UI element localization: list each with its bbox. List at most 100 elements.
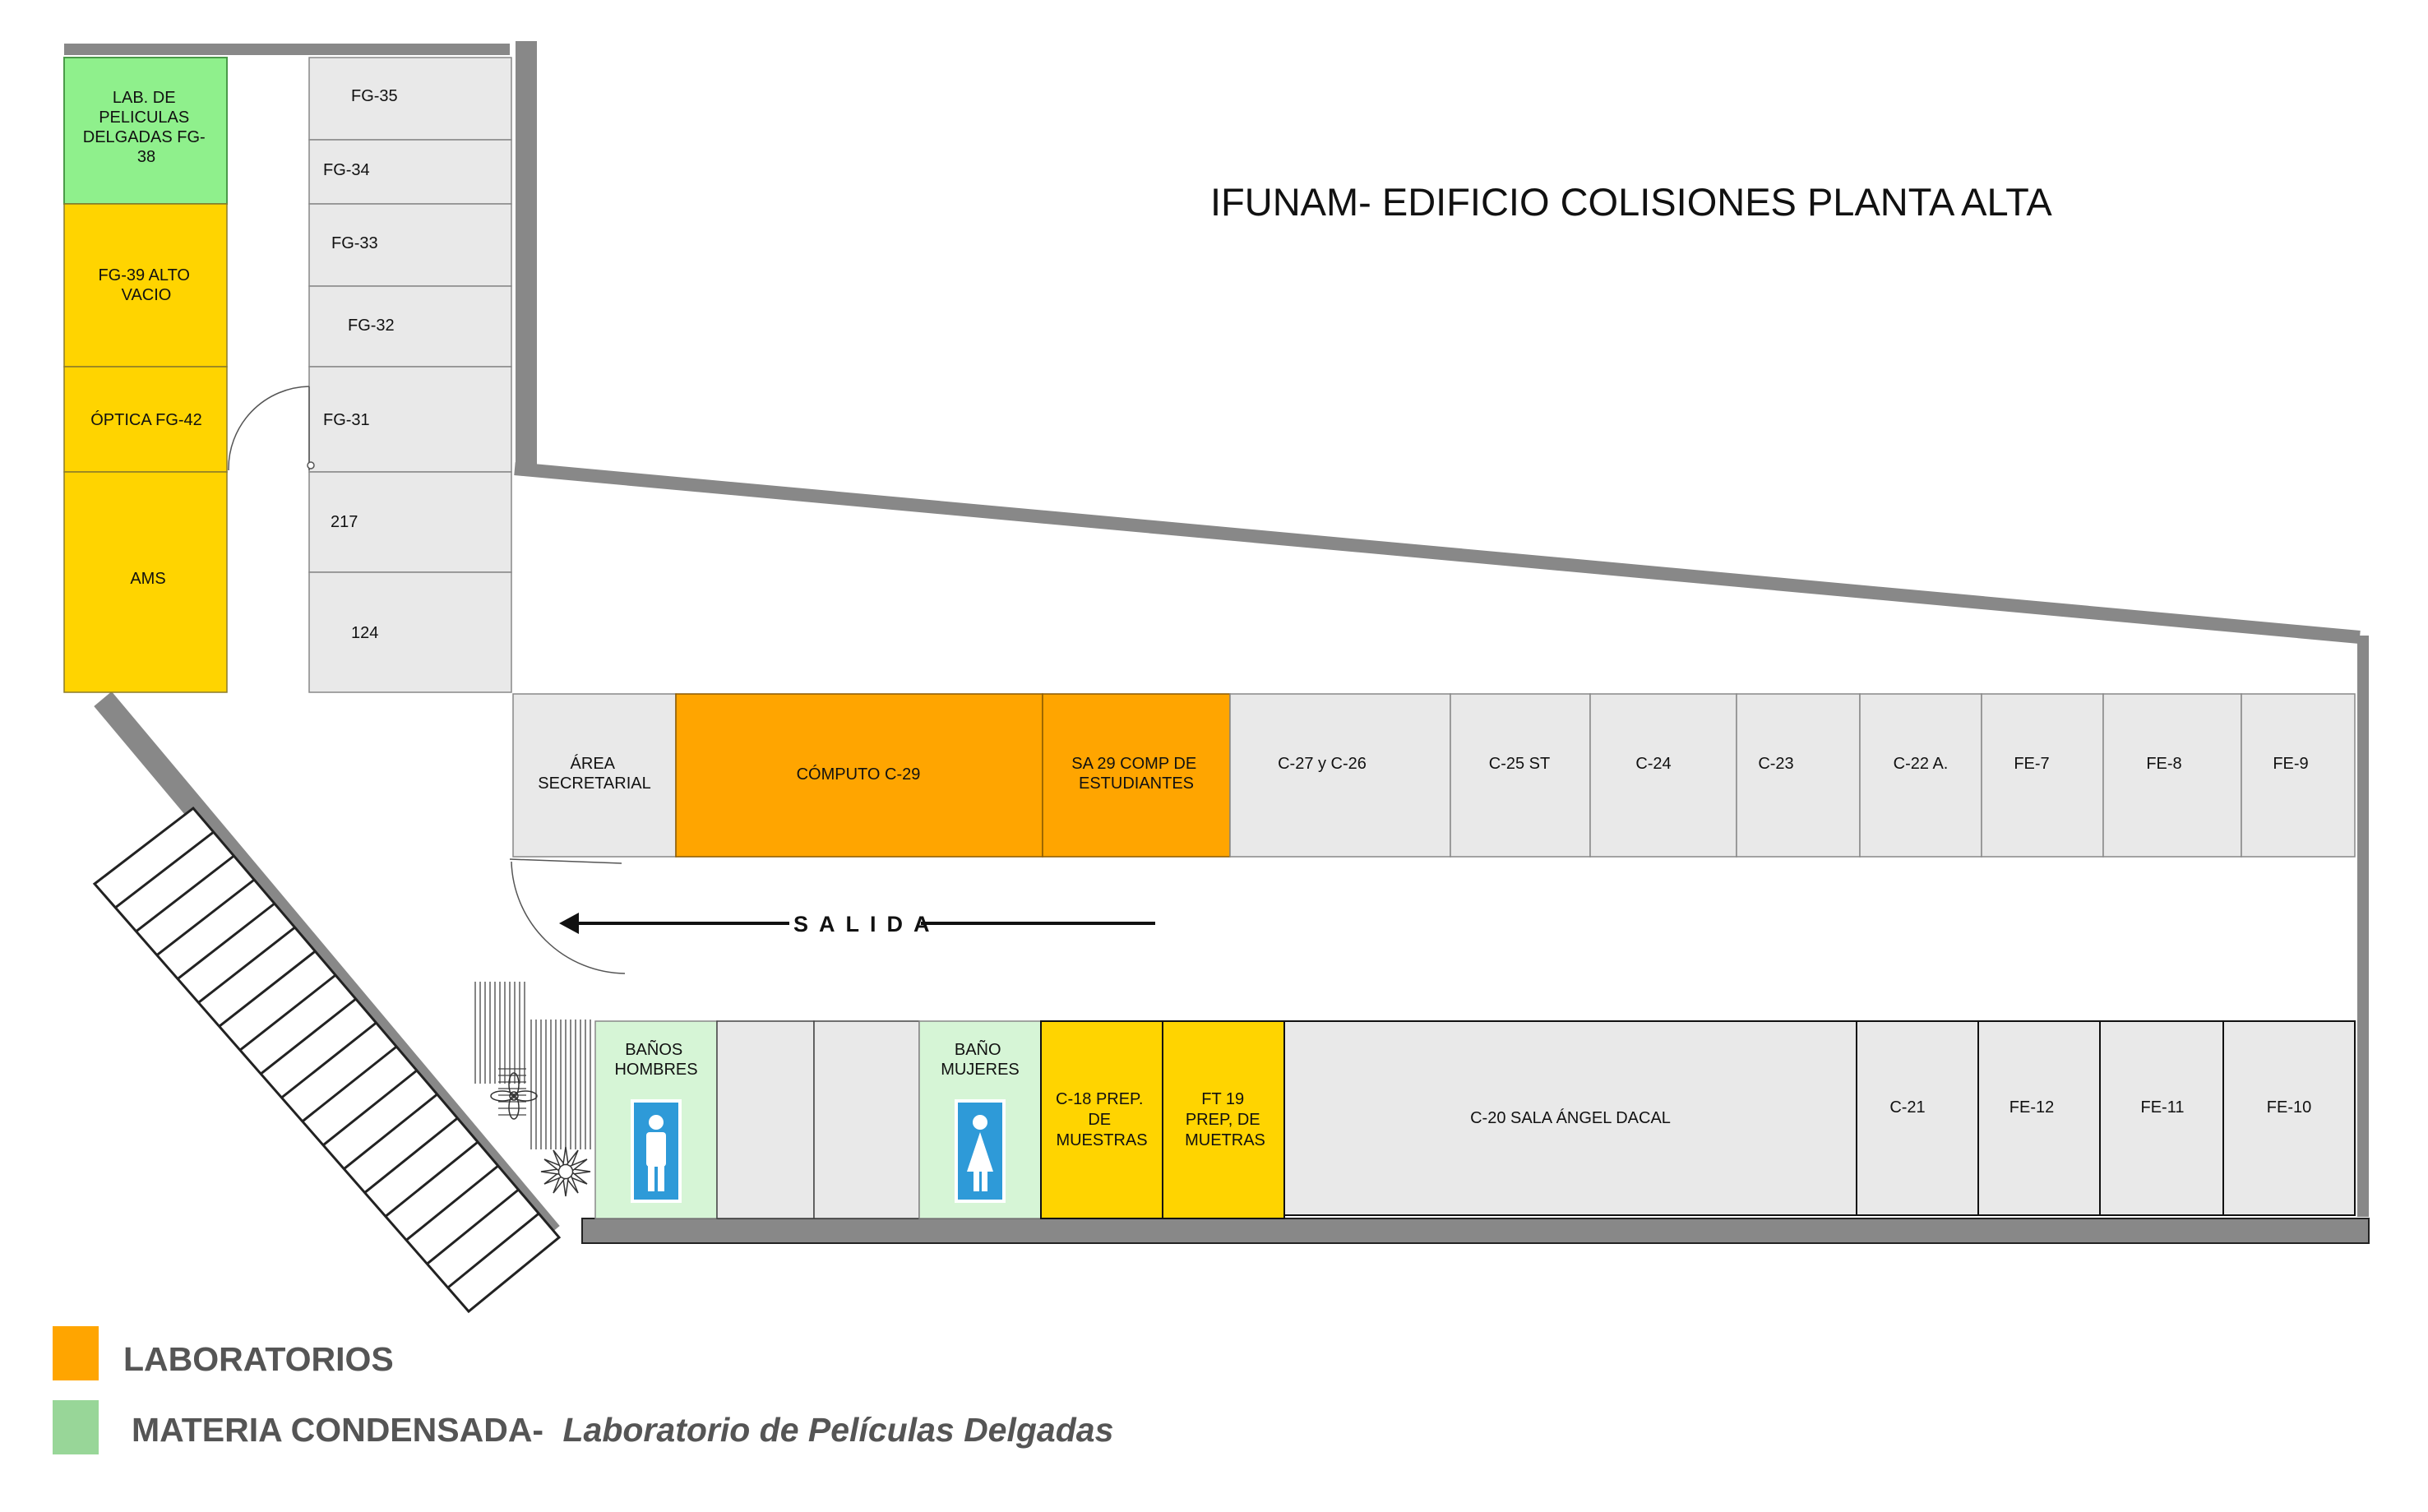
room-area-secretarial[interactable]: ÁREA SECRETARIAL [512,693,677,858]
room-label: FG-33 [331,234,378,252]
room-label: FE-10 [2267,1098,2311,1117]
room-124[interactable]: 124 [308,571,512,693]
legend-label: LABORATORIOS [123,1340,394,1378]
room-fg34[interactable]: FG-34 [308,139,512,205]
room-label: ÁREA SECRETARIAL [538,754,650,793]
room-fe8[interactable]: FE-8 [2102,693,2242,858]
room-optica[interactable]: ÓPTICA FG-42 [63,366,228,473]
plant-leaf [566,1175,579,1194]
room-c22[interactable]: C-22 A. [1859,693,1982,858]
room-sa29[interactable]: SA 29 COMP DE ESTUDIANTES [1042,693,1231,858]
legend-label: MATERIA CONDENSADA- Laboratorio de Pelíc… [132,1411,1113,1449]
room-label: ÓPTICA FG-42 [90,410,202,429]
stair-tread [155,878,256,956]
room-label: FG-32 [348,317,395,335]
room-fe12[interactable]: FE-12 [1977,1020,2101,1216]
stair-tread [301,1045,398,1123]
stair-tread [114,830,215,909]
stair-tread [384,1140,479,1218]
legend: LABORATORIOS MATERIA CONDENSADA- Laborat… [53,1326,1113,1454]
staircase [92,806,562,1314]
room-fg33[interactable]: FG-33 [308,203,512,287]
room-ft19[interactable]: FT 19 PREP, DE MUETRAS [1162,1020,1285,1219]
room-c21[interactable]: C-21 [1856,1020,1979,1216]
stair-tread [218,950,317,1028]
room-fg35[interactable]: FG-35 [308,57,512,141]
room-fe7[interactable]: FE-7 [1981,693,2104,858]
room-empty-2[interactable] [813,1020,920,1219]
legend-item-laboratorios: LABORATORIOS [53,1326,394,1380]
room-label: C-23 [1758,755,1793,773]
room-label: C-24 [1635,755,1671,773]
room-fe10[interactable]: FE-10 [2222,1020,2356,1216]
plant-icon [540,1146,591,1197]
stair-tread [260,997,357,1075]
room-label: BAÑOS HOMBRES [614,1039,697,1079]
room-label: FG-31 [323,411,370,429]
door-swing [228,386,315,471]
plant-leaf [553,1149,566,1168]
room-computo-c29[interactable]: CÓMPUTO C-29 [675,693,1043,858]
room-label: FG-39 ALTO VACIO [98,266,194,304]
room-217[interactable]: 217 [308,471,512,573]
plant-leaf [571,1168,591,1175]
stair-tread [135,854,235,932]
room-fe9[interactable]: FE-9 [2241,693,2356,858]
plant-leaf [562,1177,569,1197]
room-c18[interactable]: C-18 PREP. DE MUESTRAS [1040,1020,1163,1219]
room-label: BAÑO MUJERES [941,1039,1020,1079]
stair-tread [446,1212,540,1289]
stair-tread [177,902,275,980]
plant-leaf [540,1168,560,1175]
plant-leaf [553,1175,566,1194]
room-ams[interactable]: AMS [63,471,228,693]
stair-tread [363,1117,459,1194]
page-title: IFUNAM- EDIFICIO COLISIONES PLANTA ALTA [1210,180,2052,224]
plant-icon [490,1072,538,1120]
plant-leaf [543,1158,562,1172]
stair-tread [197,926,296,1004]
room-label: C-20 SALA ÁNGEL DACAL [1470,1108,1671,1127]
plant-leaf [569,1158,588,1172]
room-empty-1[interactable] [716,1020,815,1219]
room-bano-mujeres[interactable]: BAÑO MUJERES [918,1020,1042,1219]
room-label: AMS [130,570,165,588]
exit-arrow: SALIDA [559,912,1155,936]
plant-leaf [543,1172,562,1185]
room-label: FE-12 [2009,1098,2054,1117]
room-fg32[interactable]: FG-32 [308,285,512,368]
room-lab-peliculas[interactable]: LAB. DE PELICULAS DELGADAS FG- 38 [63,57,228,205]
room-c27-c26[interactable]: C-27 y C-26 [1229,693,1451,858]
room-label: FG-35 [351,87,398,105]
room-label: C-25 ST [1489,755,1550,773]
woman-restroom-icon [955,1099,1006,1203]
stair-tread [280,1021,377,1099]
room-fg31[interactable]: FG-31 [308,366,512,473]
room-label: 217 [331,513,358,531]
room-fe11[interactable]: FE-11 [2099,1020,2224,1216]
room-c24[interactable]: C-24 [1589,693,1737,858]
room-c20[interactable]: C-20 SALA ÁNGEL DACAL [1283,1020,1857,1216]
room-banos-hombres[interactable]: BAÑOS HOMBRES [594,1020,718,1219]
room-c23[interactable]: C-23 [1736,693,1861,858]
room-label: C-27 y C-26 [1278,755,1367,773]
room-label: CÓMPUTO C-29 [797,765,921,784]
plant-leaf [562,1146,569,1166]
legend-item-materia-condensada: MATERIA CONDENSADA- Laboratorio de Pelíc… [53,1400,1113,1454]
room-fg39[interactable]: FG-39 ALTO VACIO [63,203,228,368]
door-swing [509,858,626,974]
stair-tread [322,1069,418,1146]
stair-tread [239,973,336,1052]
room-label: FT 19 PREP, DE MUETRAS [1185,1090,1265,1149]
stair-tread [405,1164,499,1242]
room-label: 124 [351,624,378,642]
room-label: FE-11 [2141,1098,2185,1117]
room-c25[interactable]: C-25 ST [1450,693,1591,858]
room-label: C-18 PREP. DE MUESTRAS [1056,1090,1148,1149]
room-label: SA 29 COMP DE ESTUDIANTES [1071,755,1200,793]
room-label: FE-7 [2014,755,2049,773]
room-label: LAB. DE PELICULAS DELGADAS FG- 38 [83,89,210,166]
stair-tread [343,1093,438,1170]
room-label: C-22 A. [1894,755,1949,773]
stair-tread [426,1188,520,1265]
